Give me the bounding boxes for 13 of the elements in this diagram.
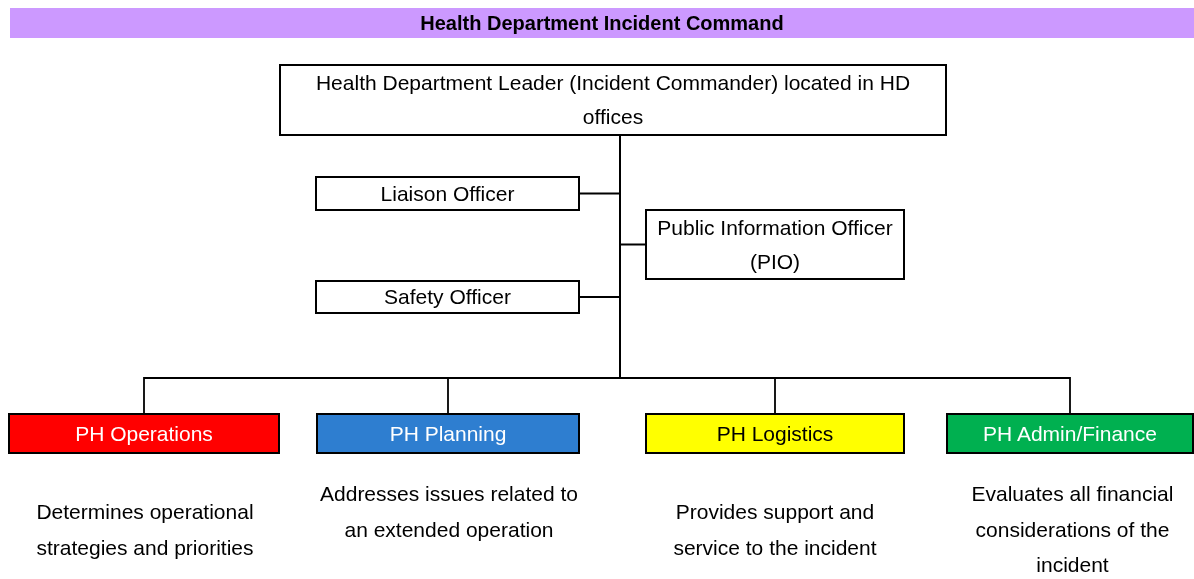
section-box: PH Logistics	[645, 413, 905, 454]
description-text: Determines operational strategies and priorities	[35, 499, 255, 561]
description-text: Evaluates all financial considerations of the incident	[970, 481, 1175, 579]
title-banner: Health Department Incident Command	[10, 8, 1194, 38]
section-box: PH Operations	[8, 413, 280, 454]
section-box: PH Admin/Finance	[946, 413, 1194, 454]
section-box: PH Planning	[316, 413, 580, 454]
description-text: Addresses issues related to an extended operation	[319, 481, 579, 543]
role-box: Liaison Officer	[315, 176, 580, 211]
role-box: Safety Officer	[315, 280, 580, 314]
role-box: Public Information Officer (PIO)	[645, 209, 905, 280]
role-box: Health Department Leader (Incident Commander) located in HD offices	[279, 64, 947, 136]
description-text: Provides support and service to the incident	[672, 499, 878, 561]
